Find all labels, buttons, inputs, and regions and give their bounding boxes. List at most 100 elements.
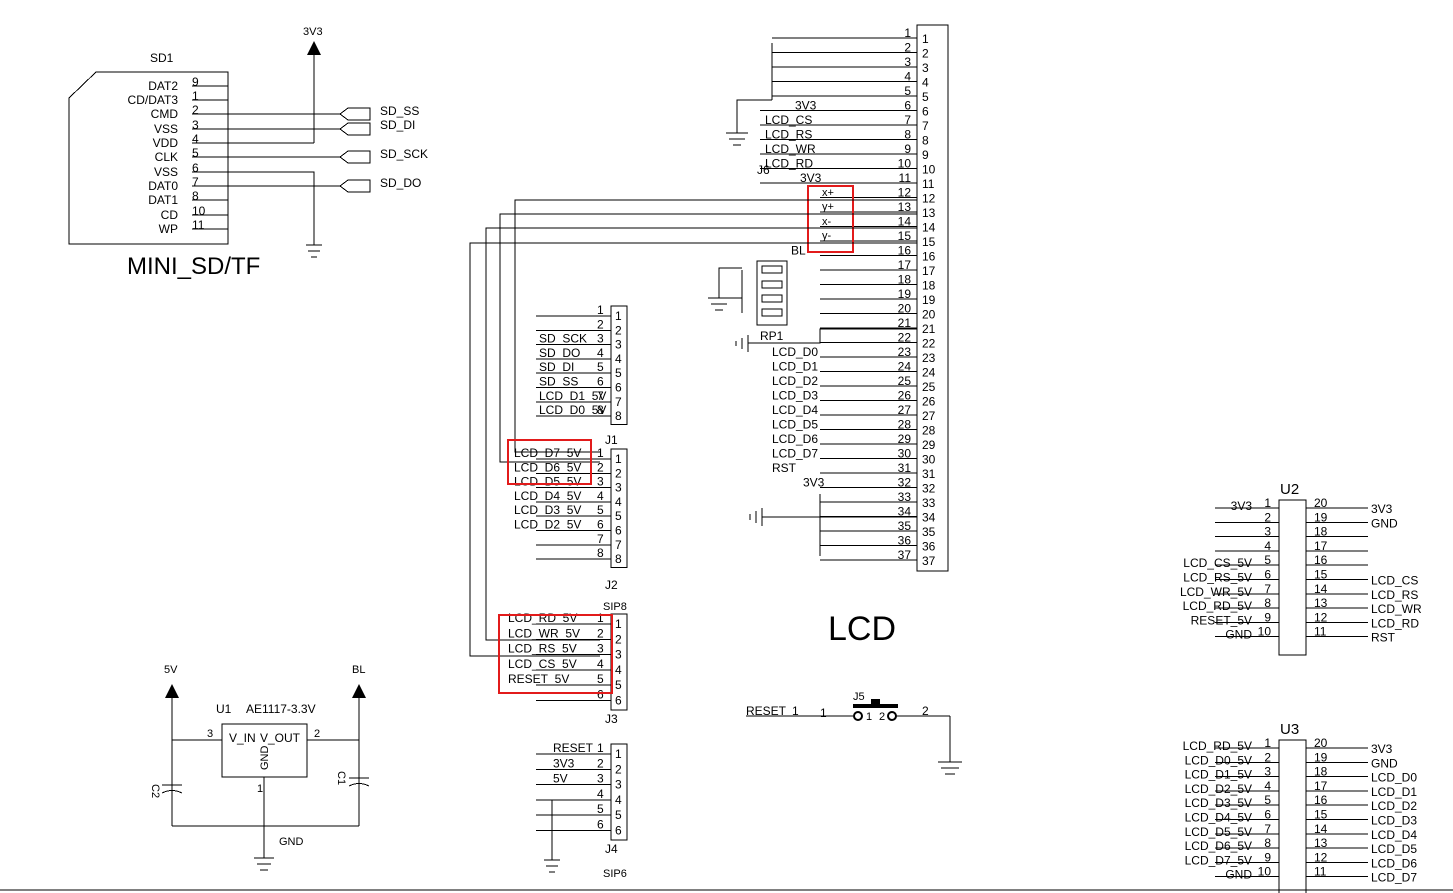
svg-text:15: 15 bbox=[1314, 808, 1328, 822]
svg-text:8: 8 bbox=[597, 546, 604, 560]
svg-text:29: 29 bbox=[898, 432, 912, 446]
svg-text:8: 8 bbox=[615, 409, 622, 423]
svg-text:3: 3 bbox=[904, 55, 911, 69]
svg-text:4: 4 bbox=[597, 489, 604, 503]
svg-text:17: 17 bbox=[1314, 539, 1328, 553]
j2-ref: J2 bbox=[605, 578, 618, 592]
touch-pin-label: x- bbox=[822, 216, 832, 228]
svg-text:7: 7 bbox=[922, 119, 929, 133]
j2-net-label: LCD_D6_5V bbox=[514, 460, 581, 474]
u3-right-label: LCD_D7 bbox=[1371, 871, 1417, 885]
sd-name: MINI_SD/TF bbox=[127, 253, 260, 280]
svg-text:9: 9 bbox=[1264, 850, 1271, 864]
svg-text:2: 2 bbox=[1264, 510, 1271, 524]
sd-pin-name: CMD bbox=[151, 107, 179, 121]
svg-text:30: 30 bbox=[922, 453, 936, 467]
svg-text:1: 1 bbox=[792, 704, 799, 718]
j2-net-label: LCD_D5_5V bbox=[514, 475, 581, 489]
svg-text:3: 3 bbox=[207, 728, 213, 740]
svg-text:36: 36 bbox=[922, 540, 936, 554]
svg-text:6: 6 bbox=[615, 824, 622, 838]
svg-text:1: 1 bbox=[615, 617, 622, 631]
u3-right-label: LCD_D0 bbox=[1371, 771, 1417, 785]
svg-text:2: 2 bbox=[615, 466, 622, 480]
svg-text:4: 4 bbox=[1264, 539, 1271, 553]
svg-text:4: 4 bbox=[615, 352, 622, 366]
svg-text:2: 2 bbox=[597, 756, 604, 770]
u3-right-label: LCD_D4 bbox=[1371, 828, 1417, 842]
svg-text:15: 15 bbox=[1314, 568, 1328, 582]
svg-text:15: 15 bbox=[898, 229, 912, 243]
svg-text:14: 14 bbox=[898, 215, 912, 229]
j2-net-label: LCD_D4_5V bbox=[514, 489, 581, 503]
svg-text:4: 4 bbox=[597, 657, 604, 671]
sd-pin-name: CLK bbox=[155, 150, 178, 164]
svg-text:20: 20 bbox=[898, 302, 912, 316]
svg-text:5: 5 bbox=[904, 84, 911, 98]
svg-text:6: 6 bbox=[922, 105, 929, 119]
j4-ground-wiring bbox=[544, 799, 600, 873]
svg-text:17: 17 bbox=[898, 258, 912, 272]
svg-text:19: 19 bbox=[922, 293, 936, 307]
svg-text:4: 4 bbox=[615, 495, 622, 509]
svg-text:1: 1 bbox=[904, 26, 911, 40]
svg-text:8: 8 bbox=[922, 134, 929, 148]
svg-text:20: 20 bbox=[922, 308, 936, 322]
svg-text:7: 7 bbox=[615, 395, 622, 409]
svg-text:3: 3 bbox=[1264, 765, 1271, 779]
svg-text:37: 37 bbox=[922, 554, 936, 568]
u3-right-label: LCD_D6 bbox=[1371, 856, 1417, 870]
u3-left-label: LCD_RD_5V bbox=[1183, 739, 1252, 753]
svg-text:9: 9 bbox=[922, 148, 929, 162]
svg-text:1: 1 bbox=[1264, 736, 1271, 750]
svg-text:1: 1 bbox=[615, 747, 622, 761]
svg-text:6: 6 bbox=[615, 381, 622, 395]
svg-text:2: 2 bbox=[615, 632, 622, 646]
touch-pin-label: x+ bbox=[822, 187, 834, 199]
u2-left-label: LCD_RS_5V bbox=[1183, 571, 1252, 585]
svg-text:2: 2 bbox=[314, 728, 320, 740]
svg-text:11: 11 bbox=[922, 177, 935, 191]
sd-pin-number: 11 bbox=[192, 218, 205, 232]
u2-ref: U2 bbox=[1280, 481, 1299, 498]
j6-net-label: LCD_D1 bbox=[772, 360, 818, 374]
u3-left-label: LCD_D3_5V bbox=[1185, 796, 1252, 810]
svg-text:6: 6 bbox=[904, 99, 911, 113]
svg-text:V_IN: V_IN bbox=[229, 731, 256, 745]
u3-left-label: LCD_D7_5V bbox=[1185, 853, 1252, 867]
svg-text:11: 11 bbox=[899, 171, 912, 185]
j1-net-label: LCD_D0_5V bbox=[539, 403, 606, 417]
svg-text:32: 32 bbox=[898, 476, 912, 490]
svg-text:6: 6 bbox=[1264, 568, 1271, 582]
svg-text:1: 1 bbox=[615, 309, 622, 323]
j2-net-label: LCD_D2_5V bbox=[514, 518, 581, 532]
u3-right-label: LCD_D2 bbox=[1371, 799, 1417, 813]
svg-text:10: 10 bbox=[1258, 865, 1272, 879]
svg-text:24: 24 bbox=[922, 366, 936, 380]
svg-text:27: 27 bbox=[922, 409, 936, 423]
sd-pin-number: 2 bbox=[192, 103, 199, 117]
j3-net-label: LCD_WR_5V bbox=[508, 626, 580, 640]
svg-text:23: 23 bbox=[898, 345, 912, 359]
svg-text:12: 12 bbox=[922, 192, 936, 206]
sd-pin-number: 4 bbox=[192, 132, 199, 146]
svg-text:C2: C2 bbox=[149, 784, 161, 798]
svg-text:20: 20 bbox=[1314, 496, 1328, 510]
svg-text:1: 1 bbox=[597, 303, 604, 317]
u3-right-label: LCD_D3 bbox=[1371, 814, 1417, 828]
svg-text:10: 10 bbox=[898, 157, 912, 171]
sd-port-label: SD_SS bbox=[380, 104, 419, 118]
svg-text:17: 17 bbox=[922, 264, 936, 278]
svg-text:4: 4 bbox=[922, 76, 929, 90]
svg-text:1: 1 bbox=[820, 706, 827, 720]
svg-text:4: 4 bbox=[615, 793, 622, 807]
j6-net-label: LCD_D0 bbox=[772, 345, 818, 359]
svg-text:18: 18 bbox=[922, 279, 936, 293]
svg-text:7: 7 bbox=[615, 538, 622, 552]
svg-text:19: 19 bbox=[898, 287, 912, 301]
svg-text:5: 5 bbox=[597, 360, 604, 374]
svg-text:31: 31 bbox=[898, 461, 912, 475]
svg-text:5: 5 bbox=[597, 672, 604, 686]
